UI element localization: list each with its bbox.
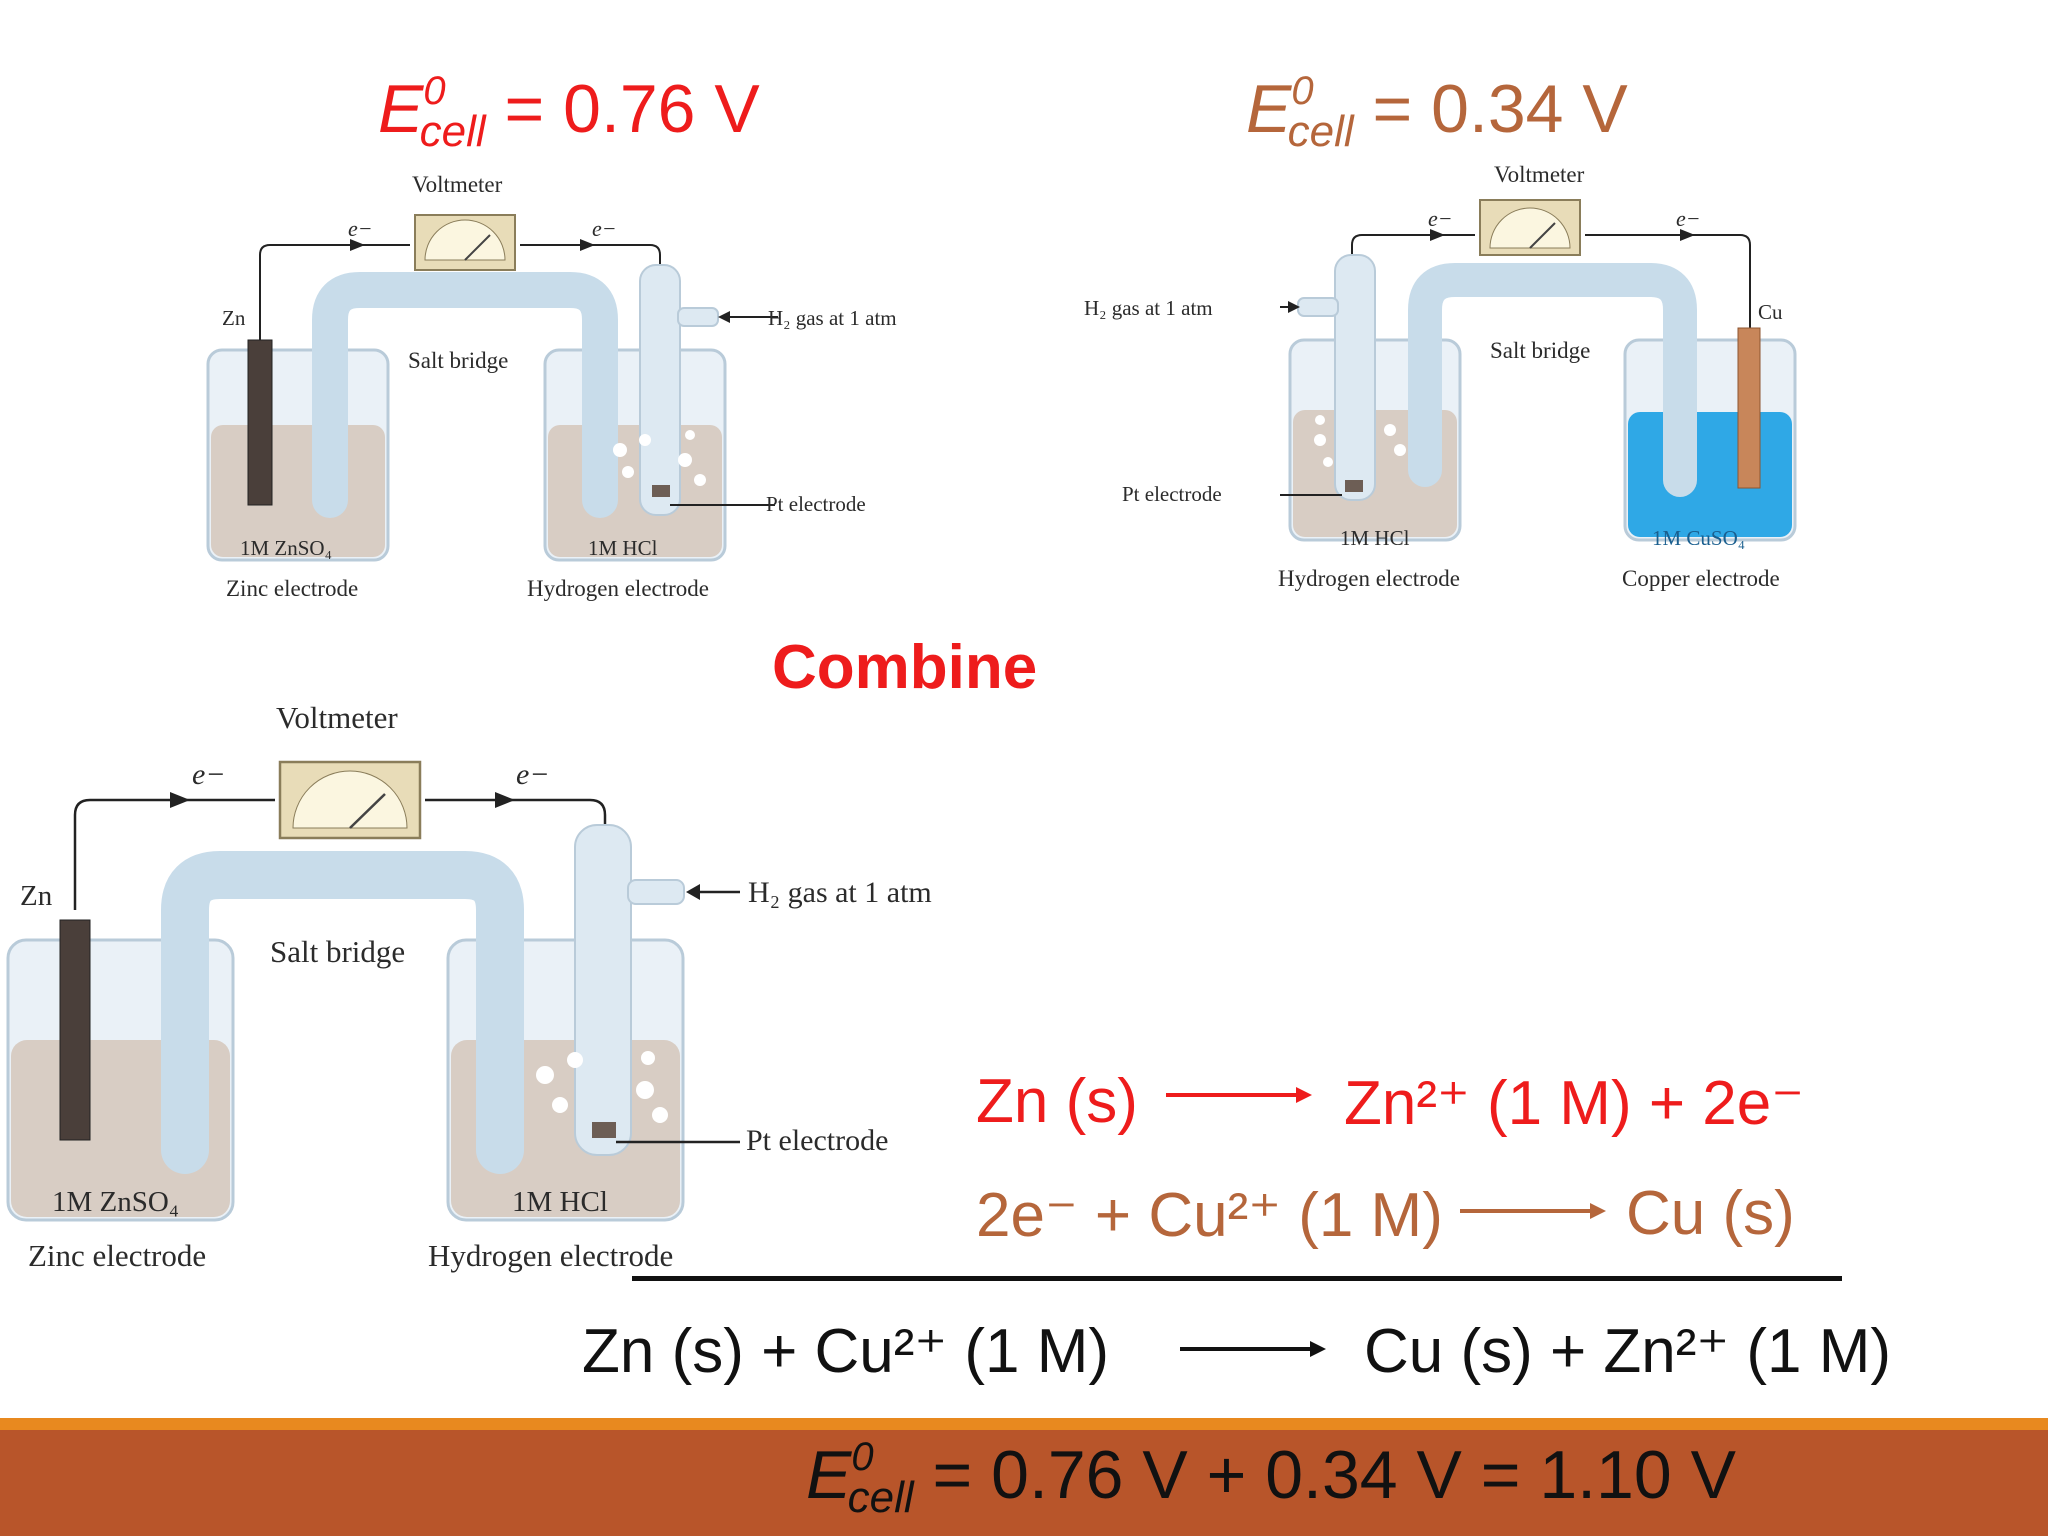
wire-right xyxy=(1585,234,1751,330)
platinum-electrode xyxy=(652,485,670,497)
label-solution-right: 1M CuSO₄ xyxy=(1652,526,1746,550)
oxidation-product: Zn²⁺ (1 M) + 2e⁻ xyxy=(1344,1069,1804,1138)
ecell-value: = 0.76 V xyxy=(504,71,760,147)
voltmeter-dial xyxy=(1489,207,1571,249)
label-cu: Cu xyxy=(1758,300,1783,324)
label-solution-left: 1M ZnSO₄ xyxy=(52,1186,179,1218)
zinc-electrode xyxy=(247,339,273,506)
ecell-hydrogen-copper: E0cell = 0.34 V xyxy=(1246,69,1628,156)
label-electron-right: e− xyxy=(516,758,550,791)
label-electron-left: e− xyxy=(1428,206,1453,231)
label-hydrogen-electrode: Hydrogen electrode xyxy=(428,1238,674,1273)
label-zn: Zn xyxy=(222,306,246,330)
overall-arrow xyxy=(1180,1341,1326,1357)
wire-right xyxy=(425,798,607,830)
voltmeter-dial xyxy=(292,770,408,829)
label-electron-right: e− xyxy=(592,216,617,241)
sum-line xyxy=(632,1276,1842,1281)
oxidation-reactant: Zn (s) xyxy=(976,1067,1138,1136)
electron-arrow-left xyxy=(1430,229,1445,241)
label-salt-bridge: Salt bridge xyxy=(408,348,509,373)
ecell-value: = 0.76 V + 0.34 V = 1.10 V xyxy=(932,1437,1736,1513)
electron-arrow-left xyxy=(350,239,365,251)
ecell-superscript: 0 xyxy=(423,69,446,113)
label-pt-electrode: Pt electrode xyxy=(1122,482,1222,506)
label-solution-right: 1M HCl xyxy=(512,1186,608,1218)
label-copper-electrode: Copper electrode xyxy=(1622,566,1780,591)
electron-arrow-right xyxy=(1680,229,1695,241)
salt-bridge xyxy=(312,272,618,518)
label-salt-bridge: Salt bridge xyxy=(270,934,406,969)
ecell-value: = 0.34 V xyxy=(1372,71,1628,147)
copper-electrode xyxy=(1737,327,1761,489)
reduction-arrow xyxy=(1460,1203,1606,1219)
ecell-symbol: E xyxy=(1246,71,1292,147)
label-pt-electrode: Pt electrode xyxy=(766,492,866,516)
salt-bridge xyxy=(1408,263,1697,497)
ecell-subscript: cell xyxy=(1287,107,1354,156)
hydrogen-tube xyxy=(1334,254,1376,501)
label-hydrogen-electrode: Hydrogen electrode xyxy=(527,576,710,601)
electron-arrow-left xyxy=(170,792,190,808)
ecell-superscript: 0 xyxy=(851,1435,874,1479)
oxidation-arrow xyxy=(1166,1087,1312,1103)
wire-left xyxy=(73,798,275,910)
label-voltmeter: Voltmeter xyxy=(1494,162,1585,187)
ecell-superscript: 0 xyxy=(1291,69,1314,113)
wire-left xyxy=(1351,234,1475,280)
label-h2-gas: H₂ gas at 1 atm xyxy=(768,306,897,330)
ecell-zinc-hydrogen: E0cell = 0.76 V xyxy=(378,69,760,156)
overall-products: Cu (s) + Zn²⁺ (1 M) xyxy=(1364,1317,1892,1386)
label-solution-right: 1M HCl xyxy=(588,536,658,560)
label-voltmeter: Voltmeter xyxy=(412,172,503,197)
electron-arrow-right xyxy=(495,792,515,808)
overall-reactants: Zn (s) + Cu²⁺ (1 M) xyxy=(582,1317,1110,1386)
ecell-subscript: cell xyxy=(847,1473,914,1522)
label-hydrogen-electrode: Hydrogen electrode xyxy=(1278,566,1461,591)
reduction-product: Cu (s) xyxy=(1626,1179,1795,1248)
diagram-hydrogen-copper-cell xyxy=(1280,199,1797,542)
diagram-zinc-hydrogen-cell xyxy=(206,214,778,562)
label-salt-bridge: Salt bridge xyxy=(1490,338,1591,363)
wire-left xyxy=(259,244,410,340)
label-electron-left: e− xyxy=(348,216,373,241)
diagram-combined-zinc-hydrogen-cell xyxy=(6,760,740,1222)
footer-stripe xyxy=(0,1418,2048,1430)
label-solution-left: 1M ZnSO₄ xyxy=(240,536,332,560)
hydrogen-tube xyxy=(639,264,681,516)
voltmeter-dial xyxy=(424,219,506,261)
platinum-electrode xyxy=(1345,480,1363,492)
zinc-electrode xyxy=(59,919,91,1141)
label-electron-right: e− xyxy=(1676,206,1701,231)
hydrogen-tube xyxy=(574,824,632,1156)
label-zinc-electrode: Zinc electrode xyxy=(28,1238,207,1273)
ecell-symbol: E xyxy=(806,1437,852,1513)
ecell-subscript: cell xyxy=(419,107,486,156)
solution-right xyxy=(1628,412,1792,537)
label-h2-gas: H₂ gas at 1 atm xyxy=(748,876,932,909)
label-voltmeter: Voltmeter xyxy=(276,700,398,735)
wire-right xyxy=(520,244,661,270)
label-zn: Zn xyxy=(20,880,53,912)
salt-bridge xyxy=(161,851,524,1174)
reduction-reactant: 2e⁻ + Cu²⁺ (1 M) xyxy=(976,1181,1443,1250)
ecell-overall: E0cell = 0.76 V + 0.34 V = 1.10 V xyxy=(806,1435,1736,1522)
ecell-symbol: E xyxy=(378,71,424,147)
platinum-electrode xyxy=(592,1122,616,1138)
electron-arrow-right xyxy=(580,239,595,251)
combine-label: Combine xyxy=(772,633,1038,702)
label-zinc-electrode: Zinc electrode xyxy=(226,576,359,601)
label-electron-left: e− xyxy=(192,758,226,791)
label-h2-gas: H₂ gas at 1 atm xyxy=(1084,296,1213,320)
label-solution-left: 1M HCl xyxy=(1340,526,1410,550)
footer-bar xyxy=(0,1430,2048,1536)
label-pt-electrode: Pt electrode xyxy=(746,1124,889,1157)
